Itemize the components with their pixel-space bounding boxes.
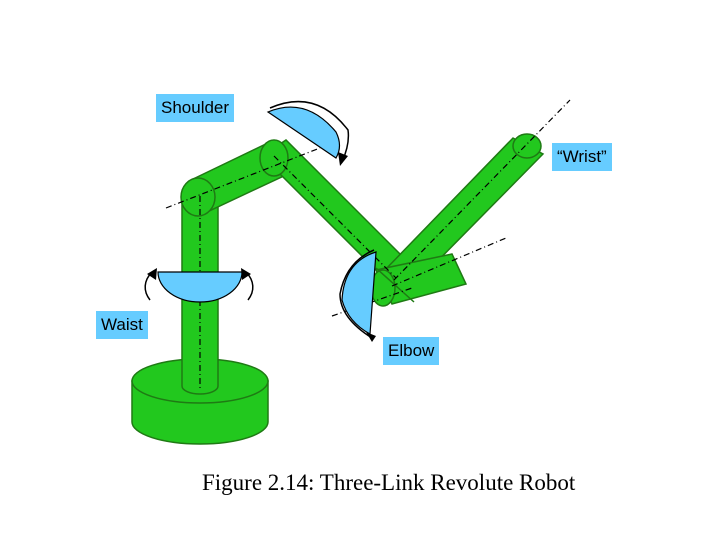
wrist-end-cap — [512, 133, 542, 159]
shoulder-axis — [165, 147, 321, 209]
elbow-label: Elbow — [383, 337, 440, 365]
shoulder-label: Shoulder — [156, 94, 235, 122]
elbow-rotation-indicator — [339, 249, 377, 342]
waist-rotation-indicator — [144, 268, 254, 303]
elbow-horizontal-axis — [391, 237, 507, 287]
waist-label: Waist — [96, 311, 148, 339]
shoulder-rotation-indicator — [266, 100, 350, 166]
wrist-axis — [393, 99, 571, 281]
figure-caption: Figure 2.14: Three-Link Revolute Robot — [202, 470, 576, 495]
shoulder-joint-caps — [180, 139, 289, 217]
wrist-label: “Wrist” — [552, 143, 612, 171]
